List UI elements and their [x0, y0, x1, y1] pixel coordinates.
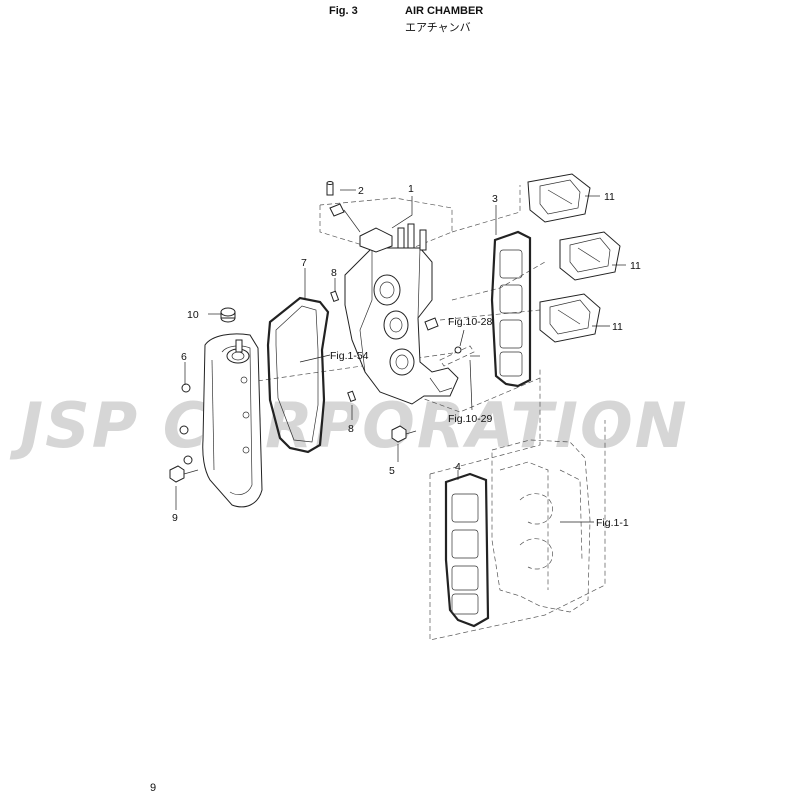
air-chamber-cover [179, 333, 263, 508]
callout-9: 9 [172, 512, 178, 524]
callout-6: 6 [181, 351, 187, 363]
reed-valve-gasket [490, 230, 532, 388]
callout-7: 7 [301, 257, 307, 269]
crankcase-block [491, 439, 591, 613]
dowel-pin-lower [347, 390, 357, 403]
ref-fig-1-1: Fig.1-1 [596, 517, 629, 529]
air-chamber-body [344, 223, 459, 405]
ref-fig-1-54: Fig.1-54 [330, 350, 369, 362]
reed-valve-top [527, 173, 591, 223]
bolt-5 [391, 425, 417, 443]
callout-11-middle: 11 [630, 260, 641, 272]
page-number: 9 [150, 782, 157, 794]
callout-4: 4 [455, 461, 461, 473]
ref-fig-10-29: Fig.10-29 [448, 413, 493, 425]
callout-8-lower: 8 [348, 423, 354, 435]
callout-11-top: 11 [604, 191, 615, 203]
bolt-9 [169, 465, 199, 483]
watermark-text: JSP CORPORATION [9, 389, 689, 462]
diagram-title-japanese: エアチャンバ [405, 22, 471, 34]
sensor-parts [439, 345, 480, 367]
reed-valve-middle [559, 231, 621, 281]
dowel-pin-upper [330, 290, 340, 303]
callout-1: 1 [408, 183, 414, 195]
callout-8-upper: 8 [331, 267, 337, 279]
figure-references: Fig.10-28 Fig.10-29 Fig.1-54 Fig.1-1 [330, 316, 629, 529]
cover-gasket [266, 296, 330, 454]
callout-10: 10 [187, 309, 199, 321]
ref-fig-10-28: Fig.10-28 [448, 316, 493, 328]
callout-3: 3 [492, 193, 498, 205]
figure-number: Fig. 3 [329, 5, 358, 17]
filler-cap [220, 307, 236, 323]
reed-valve-bottom [539, 293, 601, 343]
callout-2: 2 [358, 185, 364, 197]
callout-labels: 2 1 3 11 11 11 7 8 10 6 9 8 5 4 [172, 183, 641, 524]
diagram-title: AIR CHAMBER [405, 5, 484, 17]
leader-lines [175, 189, 626, 523]
crankcase-gasket [444, 472, 490, 628]
sleeve-2 [326, 181, 334, 196]
callout-5: 5 [389, 465, 395, 477]
hose-fitting [329, 203, 361, 233]
callout-11-bottom: 11 [612, 321, 623, 333]
